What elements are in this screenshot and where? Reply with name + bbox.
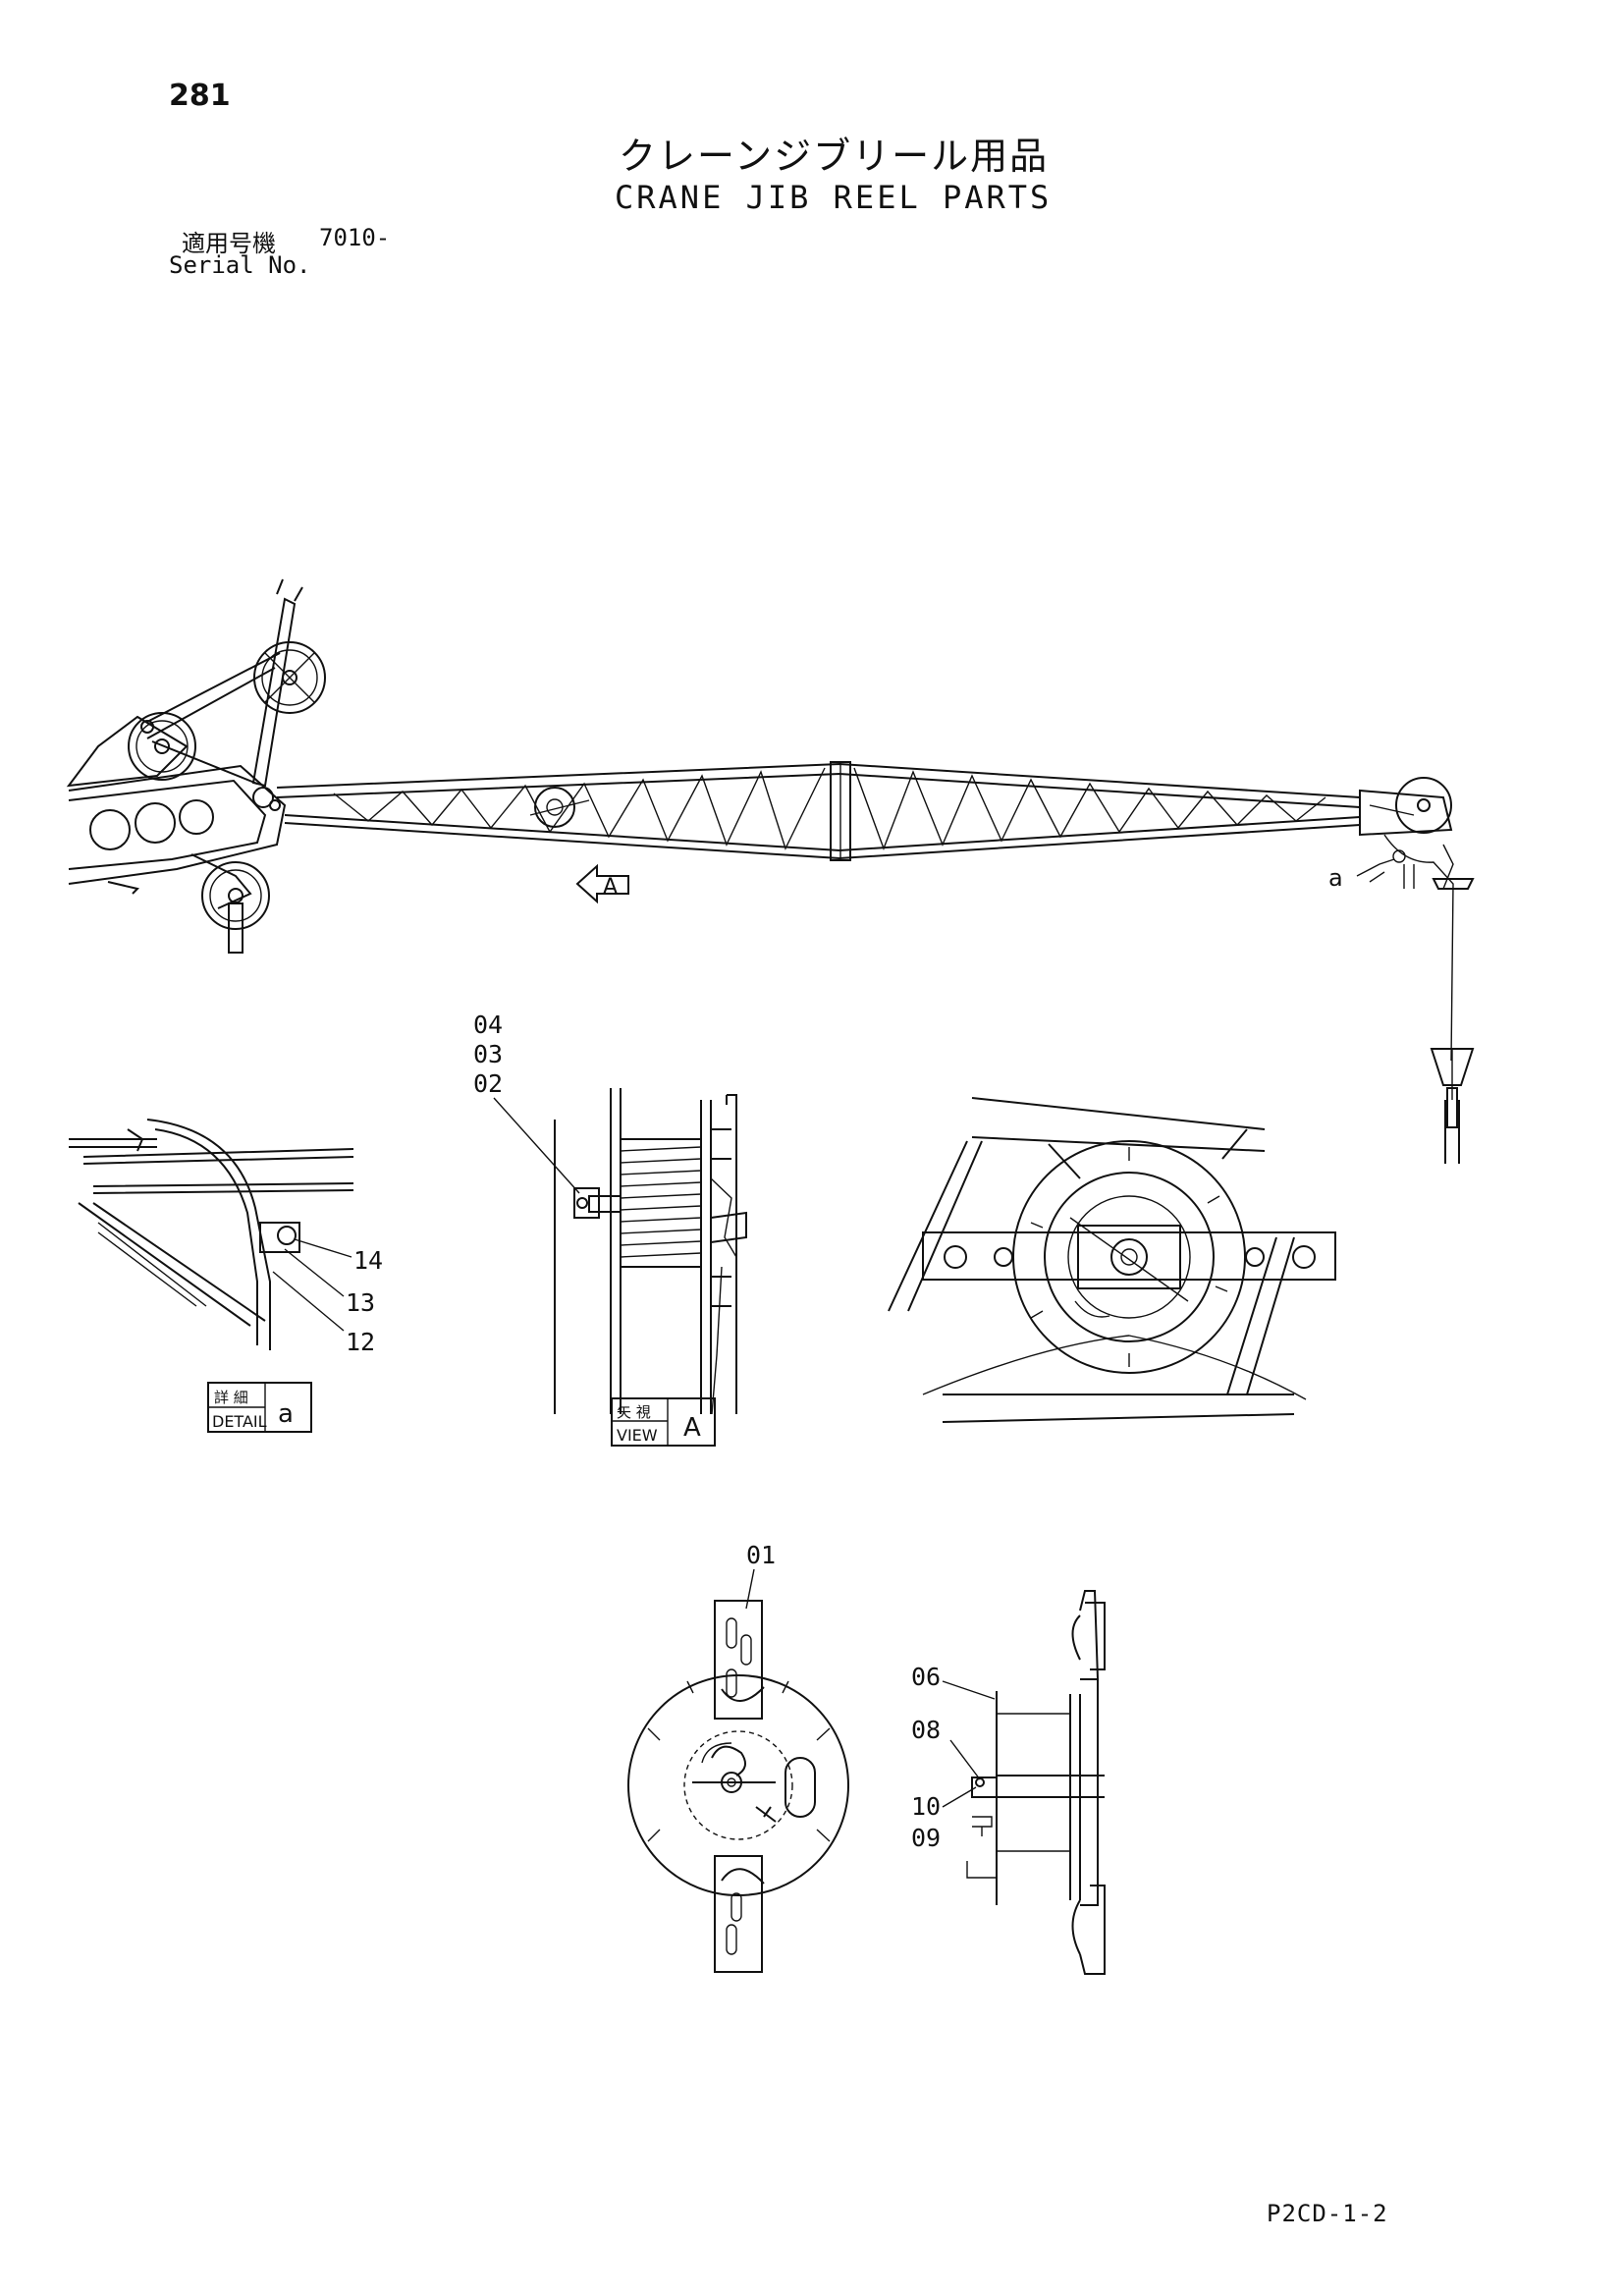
document-code: P2CD-1-2	[1267, 2200, 1388, 2227]
detail-a-tag: 詳 細 DETAIL a	[207, 1382, 312, 1433]
callout-04: 04	[473, 1011, 503, 1039]
view-a-tag: 矢 視 VIEW A	[611, 1397, 716, 1447]
callout-01: 01	[746, 1541, 776, 1569]
page-title-japanese: クレーンジブリール用品	[619, 135, 1050, 178]
serial-number-value: 7010-	[319, 224, 391, 251]
reel-windings	[620, 1146, 702, 1258]
view-arrow-a: A	[575, 863, 629, 904]
reel-assembly-side: 06 08 10 09	[911, 1590, 1106, 1975]
view-arrow-label: A	[603, 875, 618, 900]
mast-strut	[146, 578, 303, 811]
view-a-drawing: 04 03 02	[473, 1011, 747, 1415]
callout-14: 14	[353, 1246, 383, 1275]
callout-12: 12	[346, 1328, 375, 1356]
serial-label-english: Serial No.	[169, 251, 311, 279]
callout-03: 03	[473, 1040, 503, 1068]
callout-13: 13	[346, 1288, 375, 1317]
boom-base	[66, 715, 287, 909]
reel-assembly-front: 01	[627, 1541, 849, 1973]
crane-jib-overview: A a	[66, 578, 1475, 1164]
view-tag-en: VIEW	[617, 1426, 658, 1445]
serial-label-japanese: 適用号機	[182, 230, 276, 257]
reel-front-mounted	[888, 1097, 1336, 1423]
callout-02: 02	[473, 1069, 503, 1098]
sheave-lower	[201, 861, 270, 954]
detail-tag-jp: 詳 細	[214, 1389, 248, 1406]
detail-point-label: a	[1328, 864, 1343, 892]
detail-tag-mark: a	[278, 1399, 294, 1429]
page-title-english: CRANE JIB REEL PARTS	[615, 179, 1053, 216]
detail-a-drawing: 14 13 12	[69, 1119, 383, 1356]
callout-06: 06	[911, 1663, 941, 1691]
callout-09: 09	[911, 1824, 941, 1852]
view-tag-mark: A	[683, 1413, 701, 1443]
jib-lattice	[276, 761, 1475, 1164]
callout-08: 08	[911, 1716, 941, 1744]
detail-tag-en: DETAIL	[212, 1412, 267, 1431]
page-number: 281	[169, 79, 231, 113]
callout-10: 10	[911, 1792, 941, 1821]
sheave-upper	[253, 641, 326, 714]
view-tag-jp: 矢 視	[617, 1403, 651, 1421]
sheave-mid	[128, 712, 196, 781]
